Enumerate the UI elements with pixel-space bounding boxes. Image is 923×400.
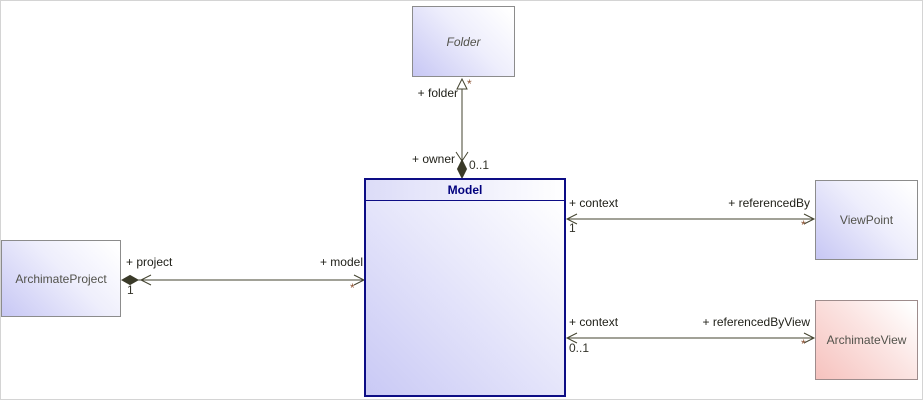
class-folder[interactable]: Folder	[412, 6, 515, 77]
role-label-referencedbyview: + referencedByView	[702, 315, 810, 329]
multiplicity-referencedby: *	[801, 218, 806, 232]
class-archimateview-name: ArchimateView	[826, 333, 907, 347]
role-label-owner: + owner	[412, 152, 456, 166]
open-arrowhead-left	[565, 332, 578, 344]
open-arrowhead-right	[803, 332, 816, 344]
class-archimateproject-name: ArchimateProject	[15, 271, 107, 286]
class-folder-name: Folder	[446, 34, 481, 49]
role-label-context-archimateview: + context	[569, 315, 619, 329]
edge-model-archimateview[interactable]	[565, 332, 816, 344]
class-model-body-compartment	[366, 201, 564, 395]
edge-project-model[interactable]	[120, 274, 366, 286]
role-label-model: + model	[319, 255, 363, 269]
open-arrowhead-right	[803, 213, 816, 225]
class-viewpoint[interactable]: ViewPoint	[815, 180, 918, 260]
multiplicity-owner: 0..1	[469, 158, 490, 172]
multiplicity-context-viewpoint: 1	[569, 221, 576, 235]
class-model-name: Model	[447, 183, 483, 197]
role-label-folder: + folder	[417, 86, 458, 100]
open-triangle-arrowhead	[456, 77, 468, 90]
multiplicity-project: 1	[127, 283, 134, 297]
role-label-referencedby: + referencedBy	[728, 196, 810, 210]
class-archimateview[interactable]: ArchimateView	[815, 300, 918, 380]
open-arrowhead-left	[565, 213, 578, 225]
composition-diamond	[456, 158, 468, 180]
role-label-project: + project	[126, 255, 173, 269]
class-model[interactable]: Model	[364, 178, 566, 397]
multiplicity-referencedbyview: *	[801, 337, 806, 351]
class-viewpoint-name: ViewPoint	[839, 213, 894, 227]
multiplicity-folder: *	[467, 77, 472, 91]
multiplicity-model: *	[350, 281, 355, 295]
open-arrowhead-left	[139, 274, 152, 286]
class-model-title-compartment: Model	[366, 180, 564, 201]
edge-model-viewpoint[interactable]	[565, 213, 816, 225]
multiplicity-context-archimateview: 0..1	[569, 341, 590, 355]
class-archimateproject[interactable]: ArchimateProject	[1, 240, 121, 317]
role-label-context-viewpoint: + context	[569, 196, 619, 210]
